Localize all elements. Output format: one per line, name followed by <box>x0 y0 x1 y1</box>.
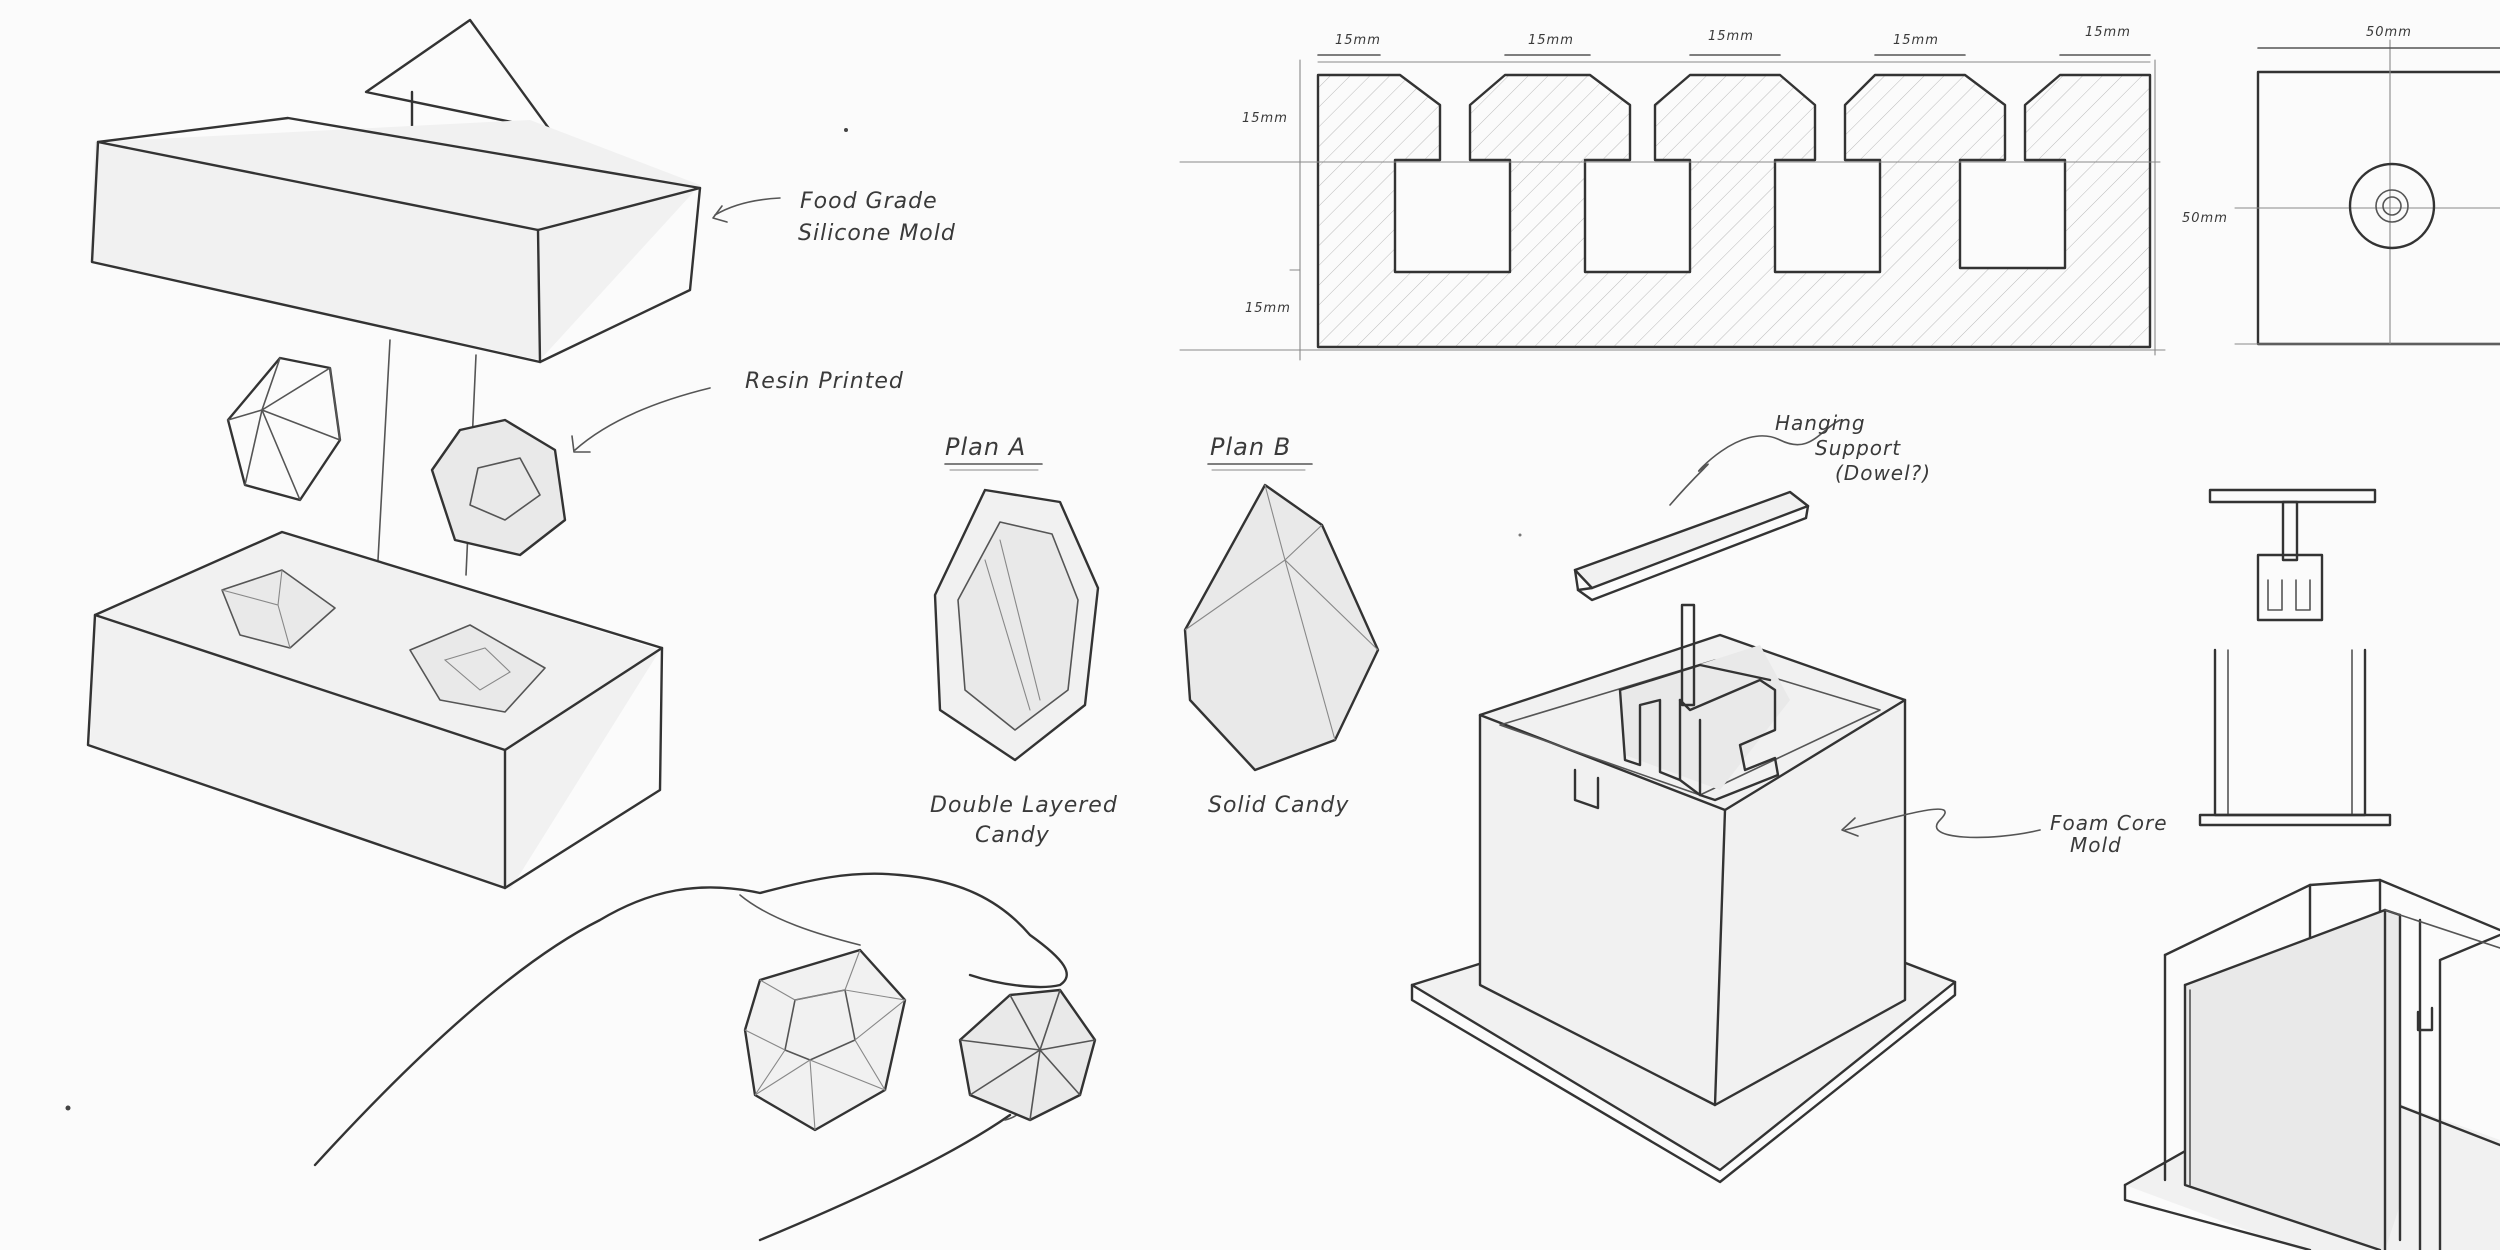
silicone-mold-assembly-sketch: Food Grade Silicone Mold Resin Printed <box>86 18 956 890</box>
icosahedron-shape <box>226 356 342 502</box>
dim-label-side-width: 50mm <box>2366 25 2412 40</box>
top-mold-block <box>90 116 702 364</box>
comb-insert <box>1618 645 1790 802</box>
dim-label-right-height: 50mm <box>2182 211 2228 226</box>
dim-label-left-bottom: 15mm <box>1245 301 1291 316</box>
dowel-support <box>1573 490 1810 602</box>
double-layered-label: Double Layered <box>930 793 1118 818</box>
dowel-label: (Dowel?) <box>1835 461 1931 485</box>
open-box-sketch <box>2123 878 2500 1250</box>
dim-label-5: 15mm <box>2085 25 2131 40</box>
hand-holding-candy-sketch <box>313 872 1097 1242</box>
foam-core-mold-label: Mold <box>2070 833 2122 857</box>
dim-label-1: 15mm <box>1335 33 1381 48</box>
double-layered-candy-label: Candy <box>975 823 1050 848</box>
plan-a-candy-sketch: Plan A Double Layered Candy <box>930 433 1118 848</box>
candy-in-hand-left <box>743 948 907 1132</box>
foam-core-mold-sketch: Hanging Support (Dowel?) Foam Core Mold <box>1410 411 2168 1184</box>
plan-a-label: Plan A <box>945 433 1026 461</box>
mold-side-view-drawing: 50mm <box>2234 25 2500 346</box>
bottom-mold-block <box>86 530 664 890</box>
dim-label-left-top: 15mm <box>1242 111 1288 126</box>
front-elevation-drawing <box>2198 488 2392 827</box>
solid-candy-label: Solid Candy <box>1208 793 1349 818</box>
foam-core-label: Foam Core <box>2050 811 2168 835</box>
plan-b-candy-sketch: Plan B Solid Candy <box>1183 433 1380 818</box>
dim-label-3: 15mm <box>1708 29 1754 44</box>
dim-label-4: 15mm <box>1893 33 1939 48</box>
support-label: Support <box>1815 436 1901 460</box>
mold-section-drawing: 15mm 15mm 15mm 15mm 15mm 15mm 15mm 50mm <box>1179 25 2228 361</box>
food-grade-label: Food Grade <box>800 189 938 214</box>
candy-in-hand-right <box>958 988 1097 1122</box>
dim-label-2: 15mm <box>1528 33 1574 48</box>
silicone-mold-label: Silicone Mold <box>798 221 956 246</box>
hanging-label: Hanging <box>1775 411 1866 435</box>
plan-b-label: Plan B <box>1210 433 1291 461</box>
resin-printed-label: Resin Printed <box>745 369 904 394</box>
dodecahedron-shape <box>430 418 567 557</box>
